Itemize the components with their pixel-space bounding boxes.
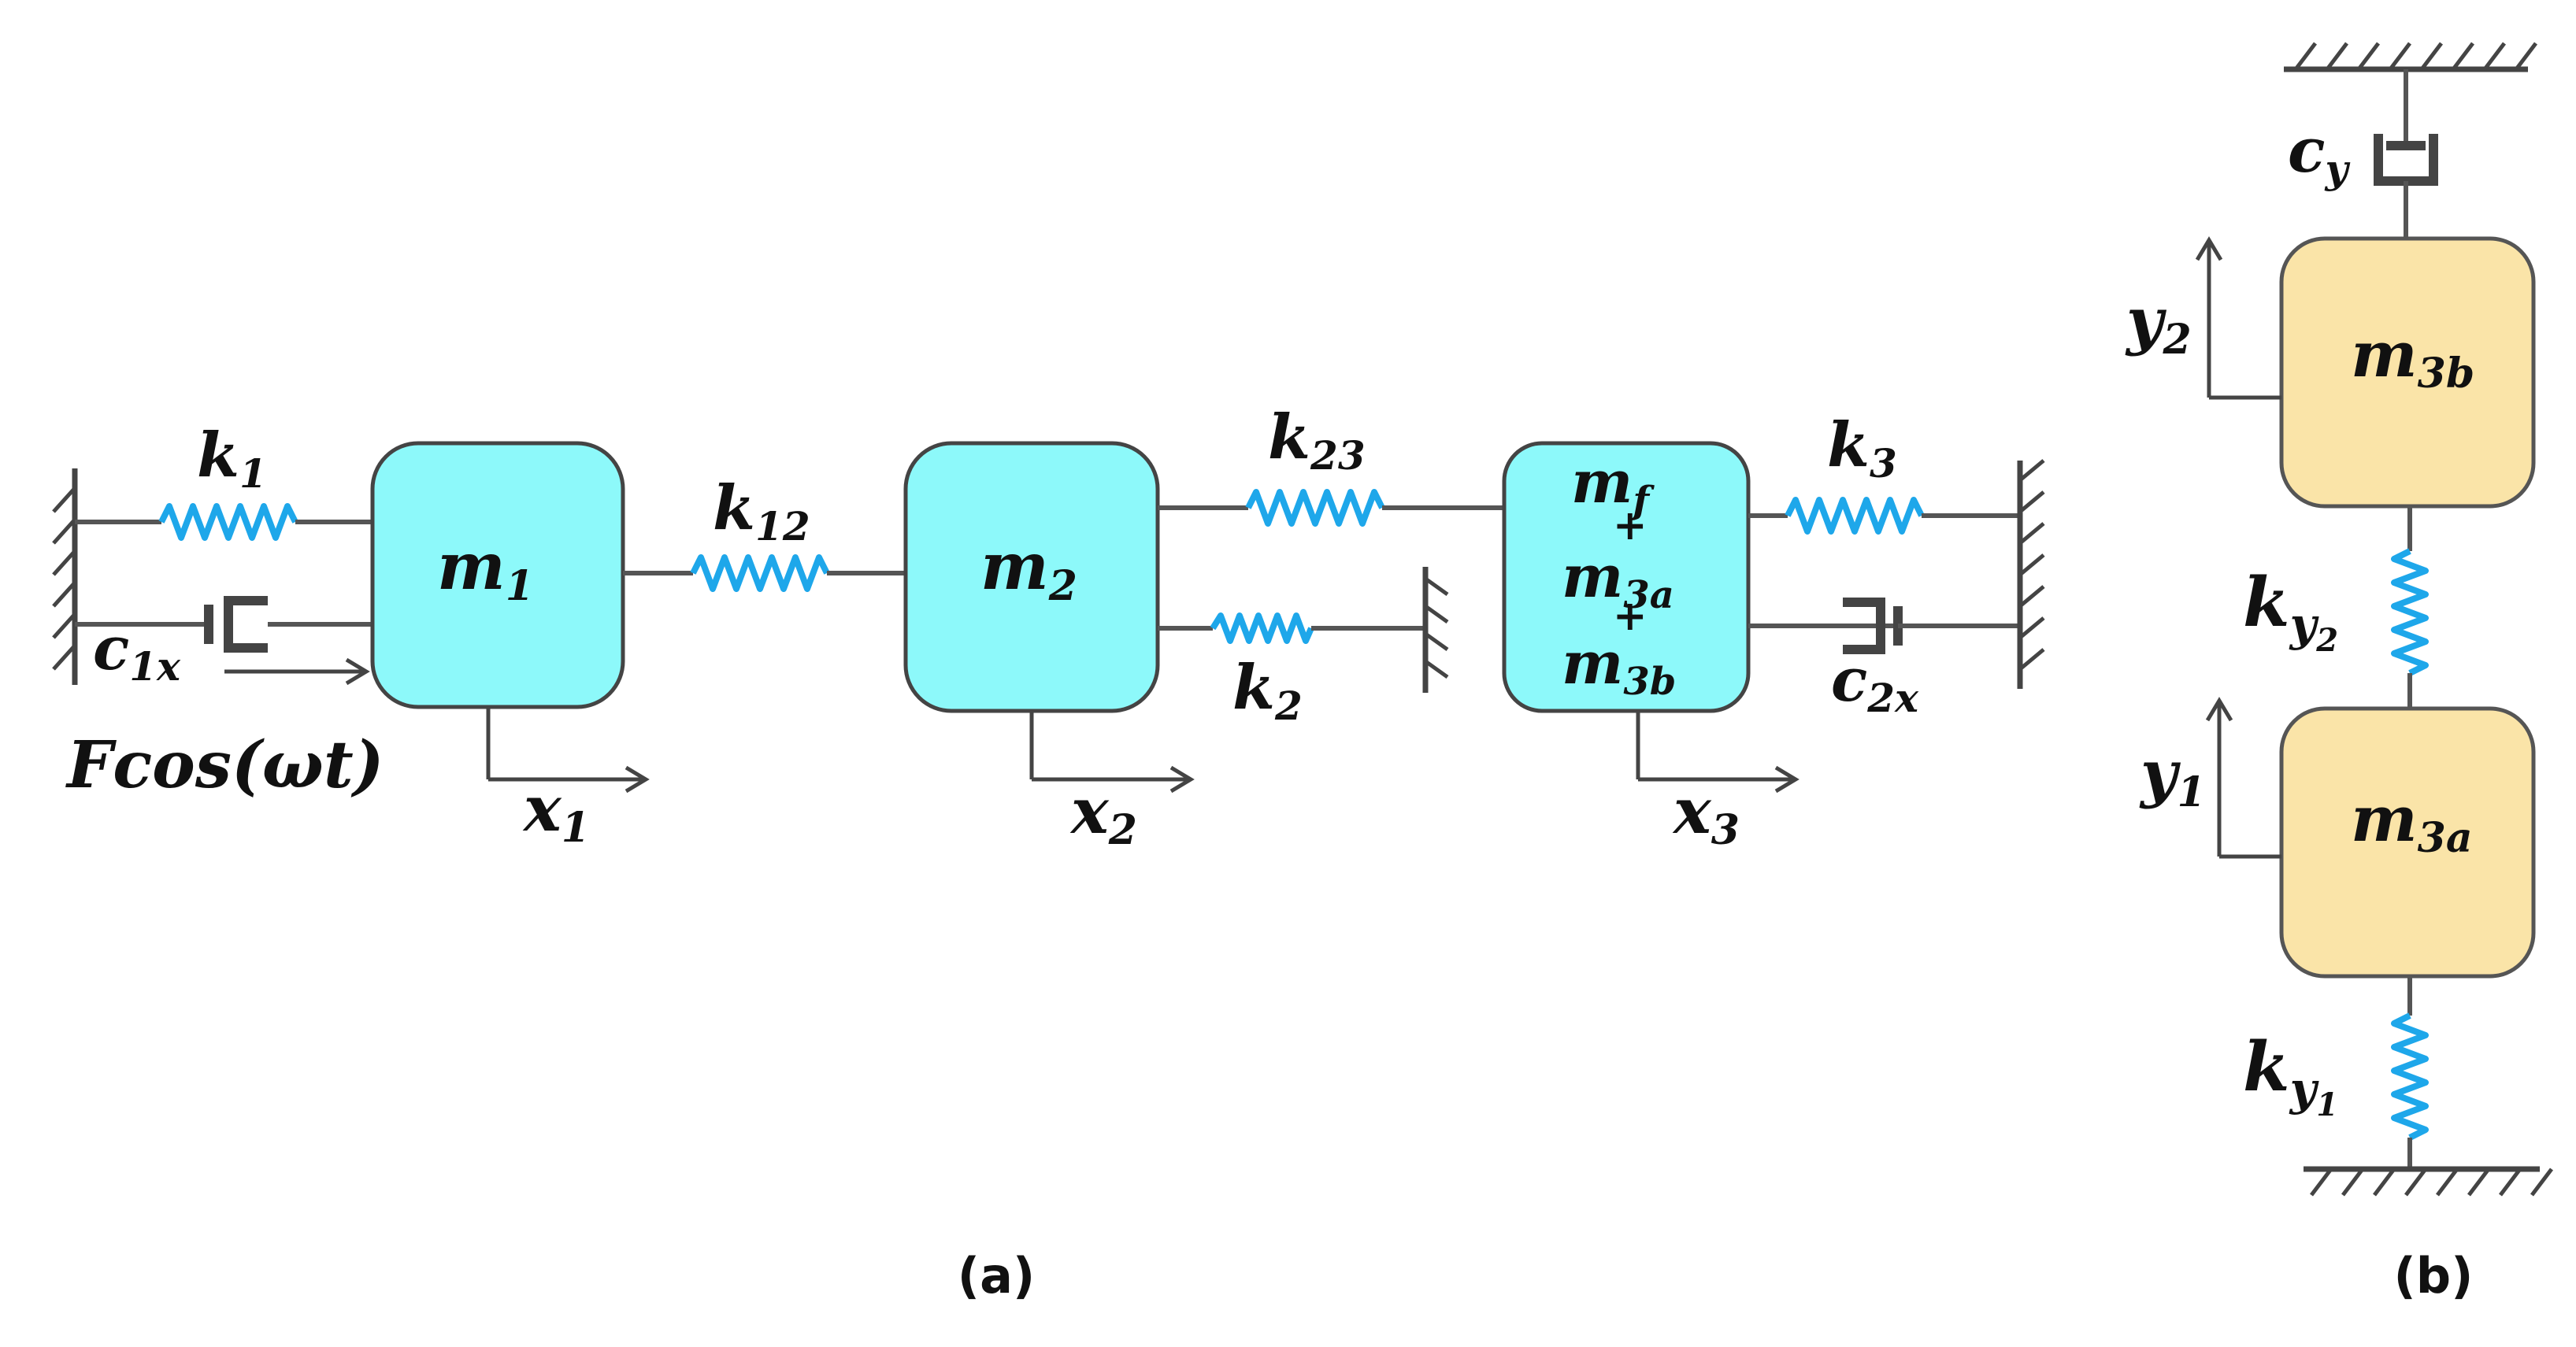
mass-m3-combined [1502,441,1751,713]
plus-sign-2: + [1613,592,1648,640]
label-k23: k23 [1268,402,1366,479]
label-ky2: ky2 [2243,563,2338,659]
displacement-arrow-x1 [486,707,650,794]
spring-ky2 [2391,506,2429,709]
label-ky1: ky1 [2243,1027,2338,1123]
displacement-arrow-x3 [1636,711,1799,794]
label-m1: m1 [437,529,534,610]
k2-ground [1422,567,1449,693]
label-k12: k12 [713,472,810,550]
displacement-arrow-y1 [2205,697,2281,859]
damper-cy [2374,69,2438,239]
caption-a: (a) [958,1247,1036,1304]
label-x3: x3 [1672,774,1740,854]
caption-b: (b) [2393,1247,2473,1304]
damper-c1x [75,596,373,653]
label-m2: m2 [980,529,1077,610]
label-x1: x1 [522,772,590,852]
label-cy: cy [2288,115,2351,192]
label-force: Fcos(ωt) [65,727,384,803]
spring-k2 [1158,612,1425,644]
left-wall [52,468,78,685]
spring-k12 [623,554,906,592]
plus-sign-1: + [1613,501,1648,550]
label-y2: y2 [2125,283,2192,364]
label-m3b-stack: m3b [1562,630,1676,704]
right-wall [2017,459,2045,689]
displacement-arrow-y2 [2195,236,2281,400]
label-y1: y1 [2139,736,2206,816]
label-k1: k1 [197,420,267,497]
label-m3b: m3b [2351,317,2474,398]
label-k2: k2 [1232,652,1303,729]
bottom-ground [2304,1166,2553,1197]
spring-k3 [1748,497,2020,535]
force-arrow [224,657,370,686]
damper-c2x [1748,598,2020,654]
label-m3a-stack: m3a [1562,543,1674,617]
spring-k1 [75,503,373,541]
spring-k23 [1158,489,1504,527]
top-ceiling [2284,42,2537,72]
spring-ky1 [2391,976,2429,1169]
label-c1x: c1x [93,613,181,690]
label-x2: x2 [1069,774,1137,854]
displacement-arrow-x2 [1029,711,1195,794]
label-m3a: m3a [2351,782,2473,862]
label-c2x: c2x [1831,645,1919,721]
label-k3: k3 [1827,409,1897,487]
